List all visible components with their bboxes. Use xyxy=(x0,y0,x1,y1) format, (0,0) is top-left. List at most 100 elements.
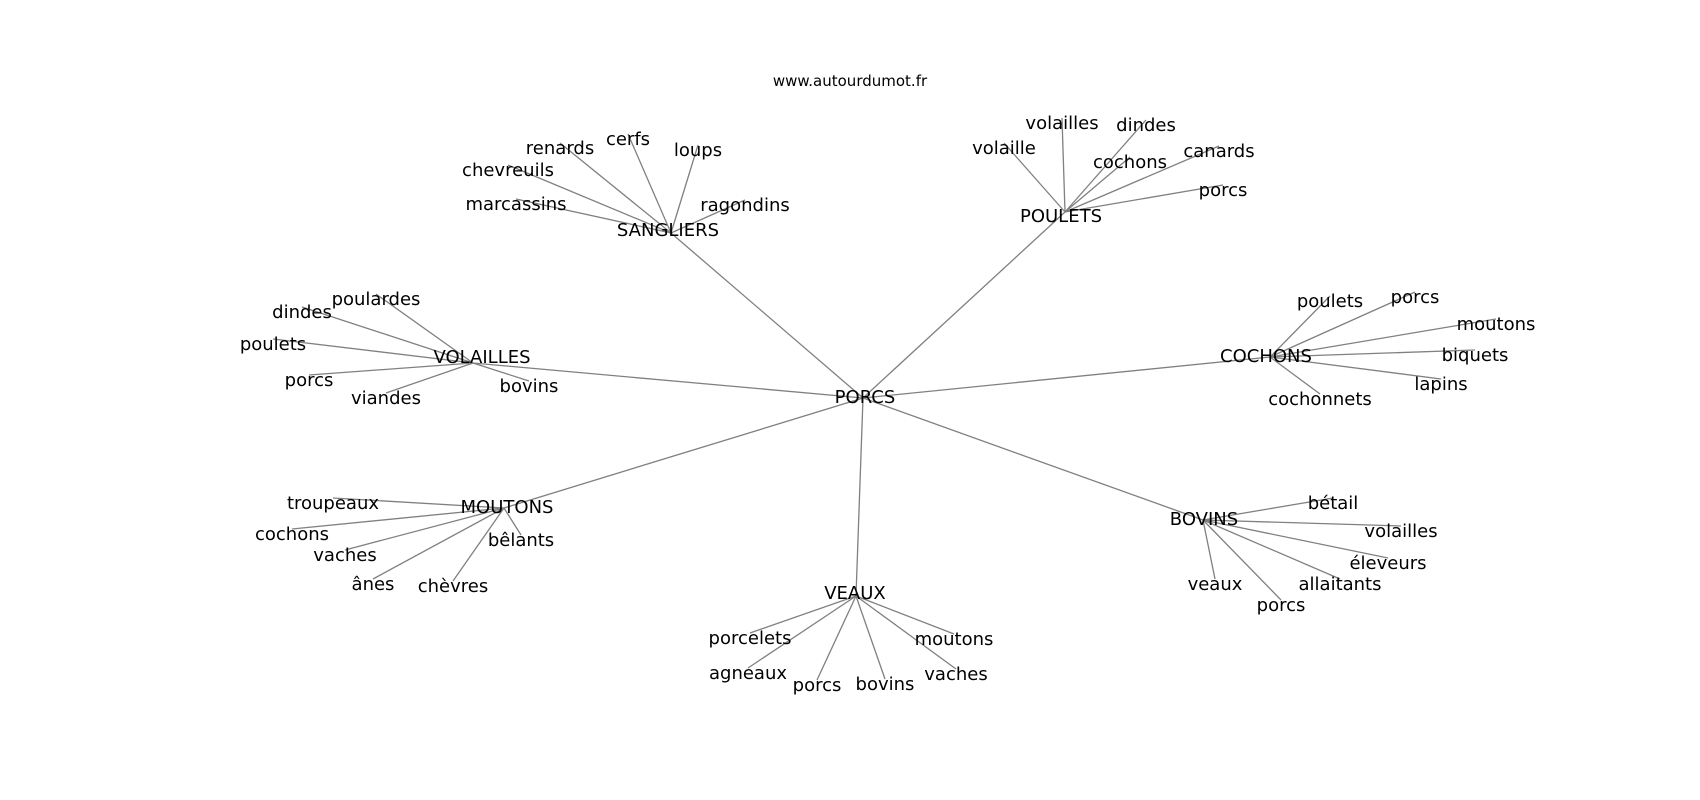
edge-volailles-word-4 xyxy=(385,362,474,394)
word-node-label[interactable]: chèvres xyxy=(418,576,489,597)
edge-center-to-sangliers xyxy=(670,232,864,399)
site-title: www.autourdumot.fr xyxy=(772,72,928,90)
word-node-label[interactable]: troupeaux xyxy=(287,493,379,514)
edge-cochons-word-4 xyxy=(1269,356,1442,380)
word-node-label[interactable]: bovins xyxy=(500,376,559,397)
word-node-label[interactable]: poulardes xyxy=(332,289,421,310)
edge-sangliers-word-3 xyxy=(507,164,672,234)
word-node-label[interactable]: loups xyxy=(674,140,722,161)
edge-sangliers-word-5 xyxy=(670,199,746,234)
word-node-label[interactable]: porcs xyxy=(1199,180,1248,201)
hub-node-label[interactable]: POULETS xyxy=(1020,206,1102,227)
edge-veaux-word-5 xyxy=(855,595,957,670)
edge-center-to-veaux xyxy=(855,397,864,597)
hub-node-label[interactable]: VOLAILLES xyxy=(433,347,530,368)
hub-node-label[interactable]: COCHONS xyxy=(1220,346,1312,367)
edge-veaux-word-2 xyxy=(816,595,857,681)
word-node-label[interactable]: viandes xyxy=(351,388,421,409)
edge-bovins-word-5 xyxy=(1202,519,1282,601)
word-node-label[interactable]: dindes xyxy=(1116,115,1176,136)
edge-veaux-word-0 xyxy=(749,595,857,634)
edge-bovins-word-1 xyxy=(1202,519,1402,527)
edge-center-to-poulets xyxy=(862,211,1066,399)
edge-cochons-word-3 xyxy=(1269,349,1476,358)
word-node-label[interactable]: lapins xyxy=(1414,374,1467,395)
edge-cochons-word-5 xyxy=(1269,356,1321,395)
edge-center-to-bovins xyxy=(862,397,1204,521)
word-node-label[interactable]: volailles xyxy=(1364,521,1437,542)
word-node-label[interactable]: volaille xyxy=(972,138,1036,159)
edge-veaux-word-1 xyxy=(747,595,857,669)
edge-volailles-word-3 xyxy=(308,362,474,376)
edge-moutons-word-3 xyxy=(372,507,505,580)
edge-poulets-word-1 xyxy=(1064,119,1147,213)
edge-sangliers-word-2 xyxy=(670,144,699,234)
edge-bovins-word-0 xyxy=(1202,497,1334,521)
word-node-label[interactable]: cochons xyxy=(1093,152,1167,173)
edge-volailles-word-2 xyxy=(272,338,474,364)
word-node-label[interactable]: porcs xyxy=(1391,287,1440,308)
word-node-label[interactable]: chevreuils xyxy=(462,160,554,181)
node-labels: PORCS SANGLIERS renards cerfs loups chevreuil… xyxy=(240,113,1536,696)
word-node-label[interactable]: porcs xyxy=(285,370,334,391)
edge-moutons-word-5 xyxy=(503,507,522,536)
word-node-label[interactable]: poulets xyxy=(240,334,306,355)
word-node-label[interactable]: poulets xyxy=(1297,291,1363,312)
word-node-label[interactable]: moutons xyxy=(1457,314,1536,335)
word-node-label[interactable]: cochonnets xyxy=(1268,389,1372,410)
hub-node-label[interactable]: VEAUX xyxy=(824,583,886,604)
center-node-label[interactable]: PORCS xyxy=(835,387,896,408)
word-node-label[interactable]: ânes xyxy=(352,574,395,595)
edge-veaux-word-3 xyxy=(855,595,886,680)
word-node-label[interactable]: porcs xyxy=(793,675,842,696)
edges xyxy=(272,117,1497,681)
edge-volailles-word-0 xyxy=(375,293,474,364)
word-node-label[interactable]: allaitants xyxy=(1299,574,1382,595)
hub-node-label[interactable]: SANGLIERS xyxy=(617,220,719,241)
word-node-label[interactable]: volailles xyxy=(1025,113,1098,134)
word-node-label[interactable]: bêlants xyxy=(488,530,554,551)
edge-volailles-word-1 xyxy=(301,306,474,364)
word-node-label[interactable]: porcelets xyxy=(709,628,792,649)
edge-bovins-word-3 xyxy=(1202,519,1341,580)
edge-moutons-word-4 xyxy=(452,507,505,582)
word-node-label[interactable]: vaches xyxy=(924,664,987,685)
word-node-label[interactable]: agneaux xyxy=(709,663,787,684)
word-node-label[interactable]: marcassins xyxy=(465,194,566,215)
edge-veaux-word-4 xyxy=(855,595,955,635)
hub-node-label[interactable]: BOVINS xyxy=(1170,509,1238,530)
word-node-label[interactable]: canards xyxy=(1183,141,1254,162)
word-node-label[interactable]: cerfs xyxy=(606,129,650,150)
edge-cochons-word-2 xyxy=(1269,318,1497,358)
edge-moutons-word-1 xyxy=(291,507,505,530)
word-node-label[interactable]: cochons xyxy=(255,524,329,545)
edge-moutons-word-2 xyxy=(344,507,505,551)
word-node-label[interactable]: renards xyxy=(526,138,594,159)
edge-poulets-word-2 xyxy=(1003,142,1066,213)
edge-moutons-word-0 xyxy=(332,497,505,509)
edge-poulets-word-5 xyxy=(1064,184,1224,213)
edge-center-to-cochons xyxy=(862,356,1271,399)
edge-cochons-word-1 xyxy=(1269,291,1416,358)
word-node-label[interactable]: bétail xyxy=(1308,493,1359,514)
word-node-label[interactable]: bovins xyxy=(856,674,915,695)
word-node-label[interactable]: éleveurs xyxy=(1349,553,1426,574)
word-node-label[interactable]: moutons xyxy=(915,629,994,650)
word-node-label[interactable]: veaux xyxy=(1188,574,1243,595)
hub-node-label[interactable]: MOUTONS xyxy=(461,497,554,518)
edge-bovins-word-4 xyxy=(1202,519,1216,580)
word-node-label[interactable]: biquets xyxy=(1442,345,1509,366)
edge-center-to-moutons xyxy=(503,397,864,509)
edge-cochons-word-0 xyxy=(1269,295,1331,358)
word-node-label[interactable]: dindes xyxy=(272,302,332,323)
word-node-label[interactable]: vaches xyxy=(313,545,376,566)
word-node-label[interactable]: ragondins xyxy=(700,195,790,216)
word-node-label[interactable]: porcs xyxy=(1257,595,1306,616)
edge-poulets-word-3 xyxy=(1064,156,1131,213)
edge-sangliers-word-4 xyxy=(515,198,672,234)
edge-center-to-volailles xyxy=(472,362,864,399)
edge-bovins-word-2 xyxy=(1202,519,1389,559)
edge-poulets-word-4 xyxy=(1064,145,1220,213)
edge-sangliers-word-1 xyxy=(627,133,672,234)
